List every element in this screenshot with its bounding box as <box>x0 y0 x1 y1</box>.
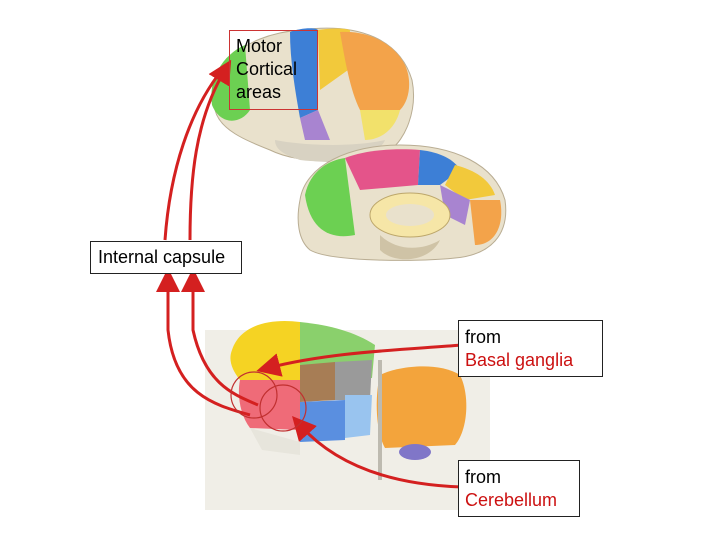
motor-cortical-areas-label: Motor Cortical areas <box>229 30 318 110</box>
cerebellum-prefix: from <box>465 467 501 487</box>
upper-nucleus-circle <box>230 371 278 419</box>
basal-ganglia-name: Basal ganglia <box>465 350 574 370</box>
motor-label-line-1: Motor <box>236 36 283 56</box>
basal-ganglia-arrow <box>256 343 463 377</box>
cerebellum-label: from Cerebellum <box>458 460 580 517</box>
cerebellum-name: Cerebellum <box>465 490 558 510</box>
medial-brain-illustration <box>297 144 507 261</box>
nucleus-circles <box>230 371 307 432</box>
outer-ascending-arrow <box>156 268 251 417</box>
capsule-to-cortex-arrow-left <box>163 69 224 241</box>
cerebellum-arrow <box>292 416 463 489</box>
motor-label-line-3: areas <box>236 82 282 102</box>
inner-ascending-arrow <box>181 268 259 407</box>
capsule-to-cortex-arrow-right <box>188 59 232 241</box>
basal-ganglia-prefix: from <box>465 327 501 347</box>
basal-ganglia-label: from Basal ganglia <box>458 320 603 377</box>
pathway-arrows <box>156 59 463 489</box>
basal-ganglia-section-illustration <box>205 320 490 510</box>
motor-label-line-2: Cortical <box>236 59 298 79</box>
lower-nucleus-circle <box>259 384 307 432</box>
internal-capsule-text: Internal capsule <box>98 247 226 267</box>
internal-capsule-label: Internal capsule <box>90 241 242 274</box>
